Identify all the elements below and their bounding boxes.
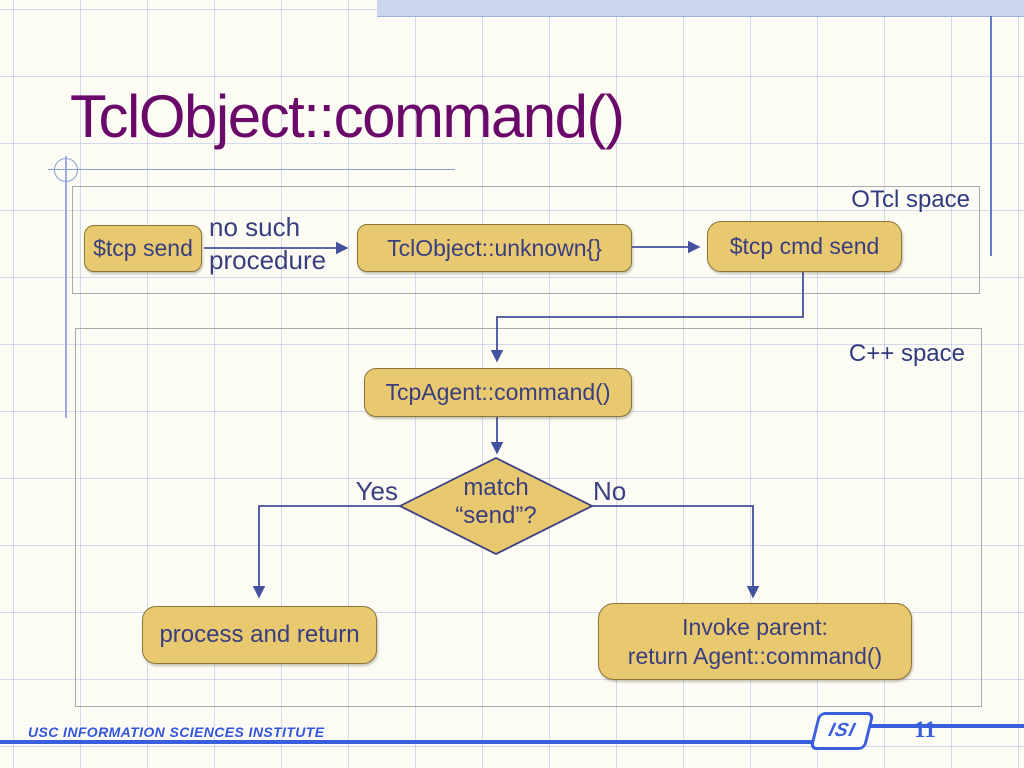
node-tcp-cmd-send: $tcp cmd send [707,221,902,272]
isi-logo-text: ISI [826,720,858,741]
node-invoke-parent-line2: return Agent::command() [627,642,883,669]
edge-label-no-such-procedure: no such procedure [209,211,326,277]
decision-label-line2: “send”? [455,502,537,529]
footer-institute-text: USC INFORMATION SCIENCES INSTITUTE [28,724,325,740]
node-invoke-parent-line1: Invoke parent: [682,613,828,640]
node-tcpagent-command-label: TcpAgent::command() [385,379,611,406]
edge-label-no-such-line1: no such [209,212,301,242]
edge-label-no: No [593,476,627,506]
node-invoke-parent: Invoke parent: return Agent::command() [598,603,912,680]
node-tcp-send: $tcp send [84,225,202,272]
node-process-and-return-label: process and return [159,621,360,648]
page-number: 11 [914,717,936,742]
node-tcp-send-label: $tcp send [93,235,193,262]
slide-title: TclObject::command() [70,83,625,150]
title-underline-rule [48,169,455,170]
title-rule-vline [65,156,67,418]
decision-label: match “send”? [406,474,586,530]
node-tcp-cmd-send-label: $tcp cmd send [729,233,880,260]
node-process-and-return: process and return [142,606,377,664]
node-tcpagent-command: TcpAgent::command() [364,368,632,417]
isi-logo: ISI [809,712,875,750]
footer-rule-left [0,740,824,744]
otcl-space-label: OTcl space [851,186,970,213]
footer-rule-right [830,724,1024,728]
top-band [377,0,1024,17]
edge-label-yes: Yes [355,476,398,506]
node-tclobject-unknown: TclObject::unknown{} [357,224,632,272]
right-edge-line [990,16,992,256]
cpp-space-label: C++ space [848,340,965,367]
title-rule-circle-icon [54,158,78,182]
decision-label-line1: match [463,474,529,501]
node-tclobject-unknown-label: TclObject::unknown{} [387,234,602,261]
edge-label-no-such-line2: procedure [209,245,327,275]
